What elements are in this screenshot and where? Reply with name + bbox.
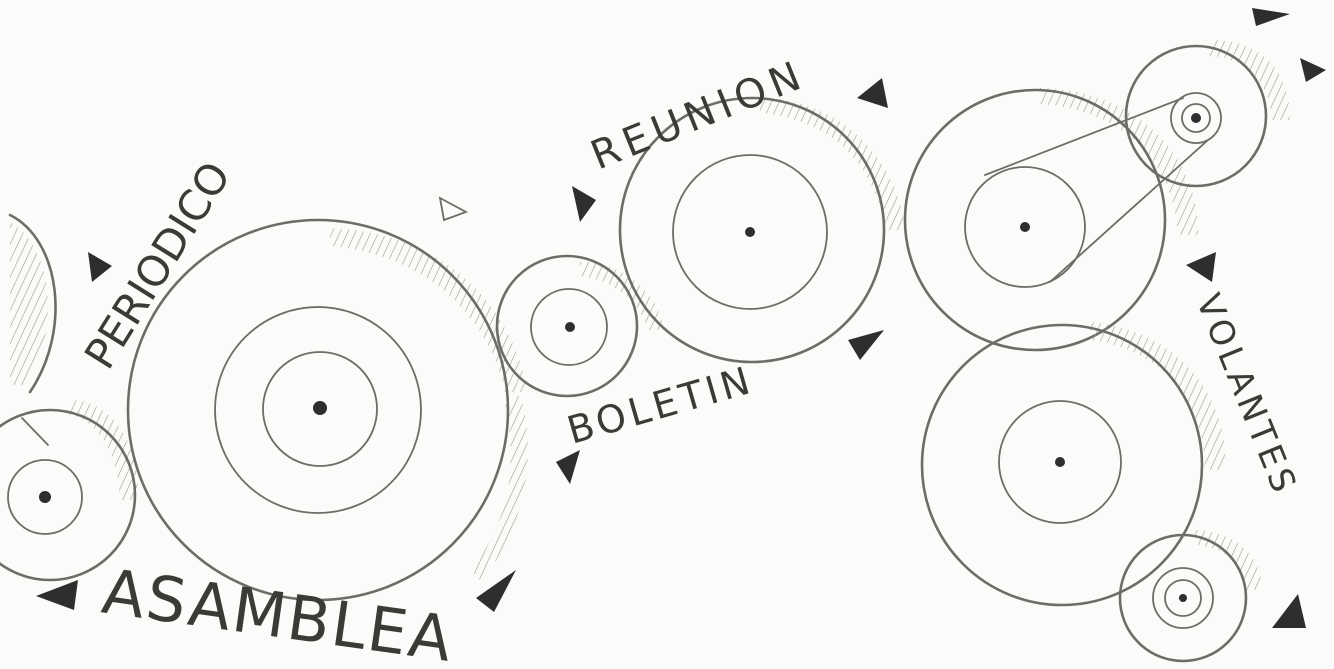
gear-hub	[1191, 113, 1201, 123]
arrow-outline-icon	[440, 198, 466, 220]
gear-large-center-left	[128, 220, 528, 600]
arrow-right-icon	[1252, 8, 1290, 26]
arrow-right-icon	[1186, 252, 1216, 282]
gear-medium-lower-right	[922, 322, 1225, 605]
gear-hub	[745, 227, 755, 237]
gear-hub	[313, 401, 327, 415]
gear-hub	[1055, 457, 1065, 467]
gear-pulley-top-right	[1126, 40, 1290, 186]
arrow-down-icon	[556, 450, 580, 484]
arrow-down-icon	[1272, 594, 1306, 628]
gear-small-bottom-left	[0, 400, 138, 580]
arrow-right-icon	[848, 330, 884, 360]
arrow-left-icon	[36, 580, 78, 610]
arrow-right-icon	[1300, 58, 1326, 82]
arrow-left-icon	[88, 252, 112, 282]
gear-hub	[1020, 222, 1030, 232]
arrow-right-icon	[572, 186, 596, 222]
gear-hub	[39, 491, 51, 503]
gear-hub	[1179, 594, 1187, 602]
gear-hub	[565, 322, 575, 332]
gear-medium-upper-right	[905, 88, 1198, 350]
label-asamblea: ASAMBLEA	[98, 555, 458, 669]
arrow-right-icon	[857, 78, 888, 108]
gear-left-edge-upper	[10, 215, 56, 392]
label-boletin: BOLETIN	[562, 358, 758, 453]
gear-small-bottom-right	[1120, 530, 1262, 661]
